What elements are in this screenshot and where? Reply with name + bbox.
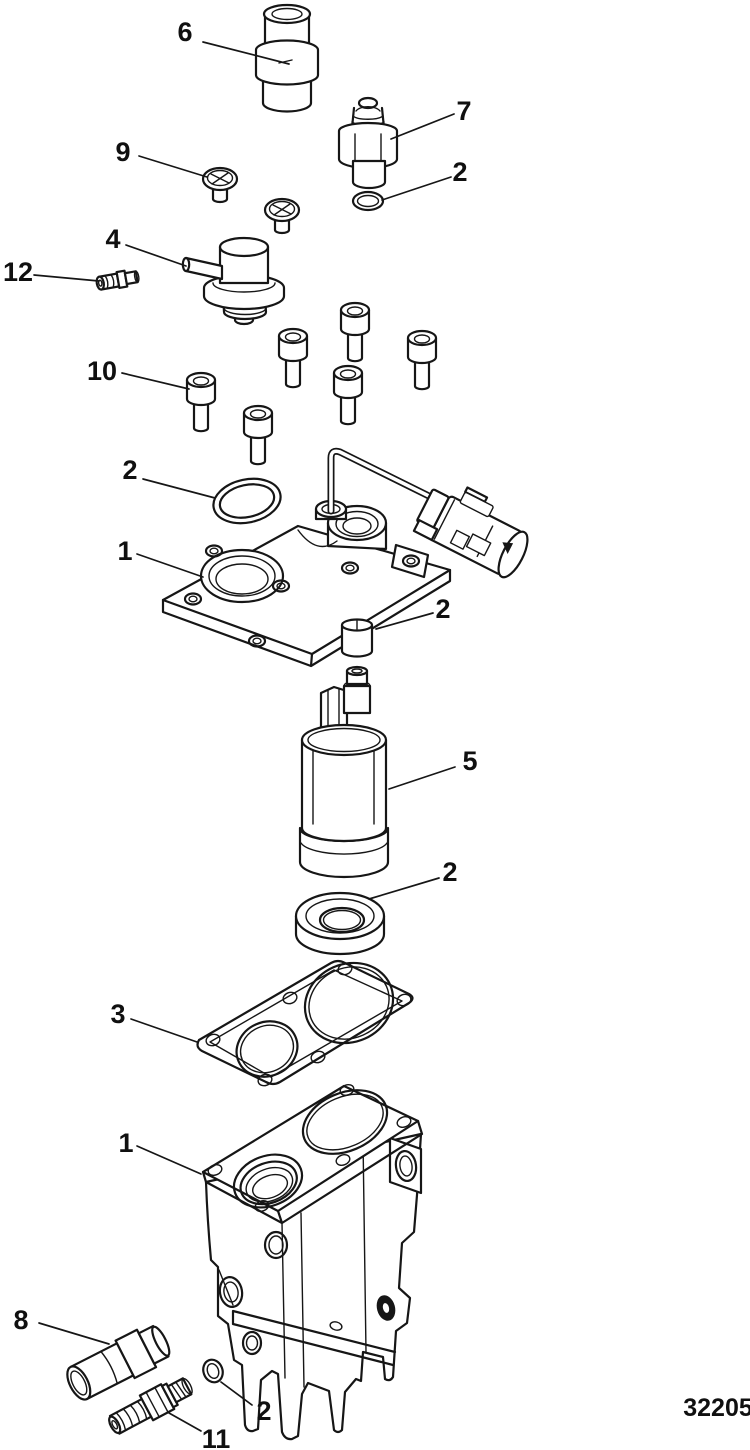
callout-2e: 2 xyxy=(256,1396,271,1426)
callout-3: 3 xyxy=(110,999,125,1029)
callout-5: 5 xyxy=(462,746,477,776)
leader-7 xyxy=(390,113,455,140)
part-fuel-pressure-regulator xyxy=(181,236,286,326)
callout-4: 4 xyxy=(105,224,120,254)
part-bleed-fitting xyxy=(95,269,140,291)
callout-12: 12 xyxy=(3,257,33,287)
leader-8 xyxy=(38,1322,110,1345)
part-spacer-bushing xyxy=(340,618,374,658)
drawing-number: 32205 xyxy=(683,1394,750,1422)
callout-2d: 2 xyxy=(442,857,457,887)
part-socket-head-bolts xyxy=(185,301,438,466)
leader-1b xyxy=(136,1145,202,1175)
part-fuel-pump-housing xyxy=(201,1084,424,1441)
part-gasket xyxy=(196,959,414,1087)
callout-1b: 1 xyxy=(118,1128,133,1158)
part-o-ring-small-upper xyxy=(351,190,385,212)
part-barb-fitting-lower xyxy=(108,1377,193,1435)
callout-9: 9 xyxy=(115,137,130,167)
part-electric-fuel-pump xyxy=(298,665,390,879)
leader-12 xyxy=(33,274,100,282)
callout-labels: 6 7 9 2 4 12 10 2 1 2 5 2 3 1 8 2 11 xyxy=(3,17,478,1450)
callout-1a: 1 xyxy=(117,536,132,566)
harness-connector xyxy=(412,486,529,579)
leader-2a xyxy=(381,176,452,201)
leader-11 xyxy=(168,1412,202,1432)
callout-2a: 2 xyxy=(452,157,467,187)
leader-2d xyxy=(368,877,440,900)
part-o-ring-small-lower xyxy=(202,1358,224,1384)
part-o-ring-large xyxy=(212,477,282,525)
callout-8: 8 xyxy=(13,1305,28,1335)
callout-6: 6 xyxy=(177,17,192,47)
leader-2b xyxy=(142,478,216,499)
part-pan-head-screws xyxy=(201,166,301,235)
leader-3 xyxy=(130,1018,198,1043)
leader-2e xyxy=(220,1381,253,1406)
leader-6 xyxy=(202,41,290,65)
leader-4 xyxy=(125,244,187,267)
callout-11: 11 xyxy=(202,1424,231,1450)
part-hose-nipple-fitting-top xyxy=(254,3,320,113)
part-fuel-pump-cover xyxy=(161,499,452,668)
callout-2c: 2 xyxy=(435,594,450,624)
callout-7: 7 xyxy=(456,96,471,126)
leader-2c xyxy=(375,612,434,630)
leader-lines xyxy=(33,41,456,1432)
part-pump-seal-cup xyxy=(294,891,386,956)
callout-2b: 2 xyxy=(122,455,137,485)
callout-10: 10 xyxy=(87,356,117,386)
pump-wiring-harness xyxy=(327,447,441,515)
leader-10 xyxy=(121,372,190,390)
part-check-valve-fitting xyxy=(337,96,399,190)
leader-9 xyxy=(138,155,208,178)
part-outlet-fitting xyxy=(66,1324,171,1401)
leader-1a xyxy=(136,553,204,578)
leader-5 xyxy=(388,766,456,790)
